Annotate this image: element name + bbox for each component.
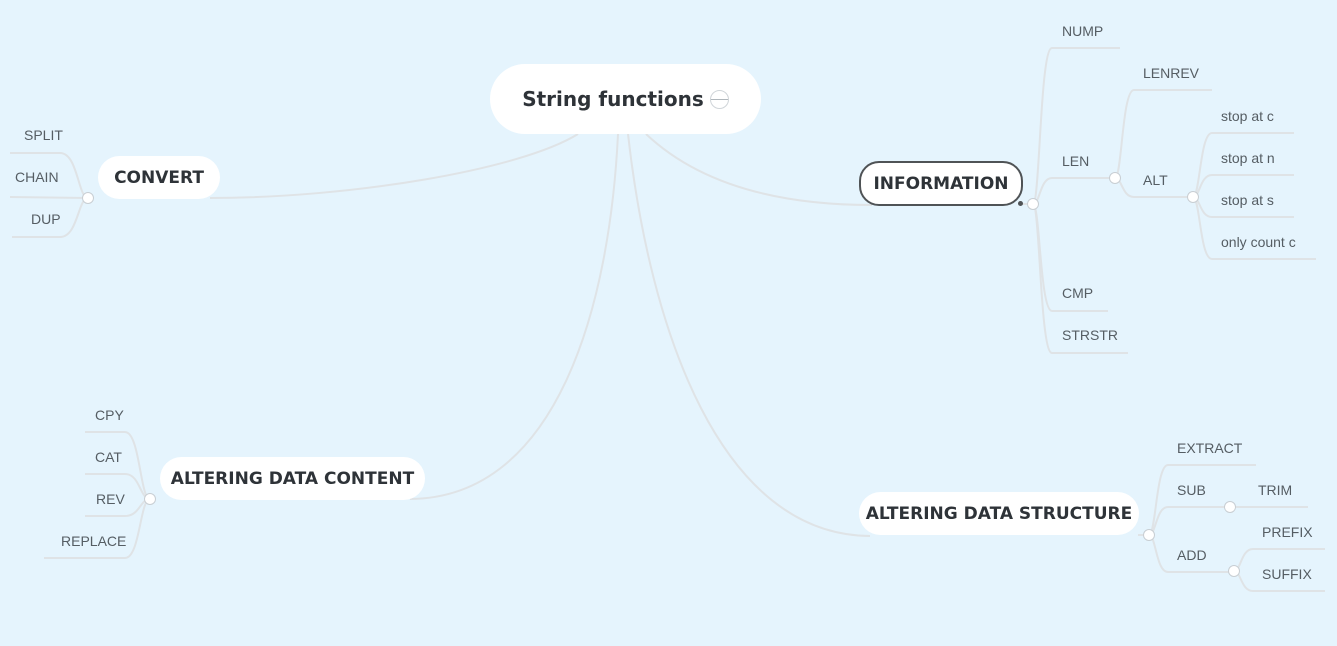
- subtopic-cat[interactable]: CAT: [95, 449, 122, 465]
- collapse-toggle-sub[interactable]: [1224, 501, 1236, 513]
- subtopic-alt[interactable]: ALT: [1143, 172, 1168, 188]
- subtopic-lenrev[interactable]: LENREV: [1143, 65, 1200, 81]
- topic-information[interactable]: INFORMATION: [859, 161, 1023, 206]
- subtopic-rev[interactable]: REV: [96, 491, 125, 507]
- topic-information-label: INFORMATION: [873, 173, 1009, 194]
- subtopic-chain[interactable]: CHAIN: [15, 169, 59, 185]
- subtopic-cmp[interactable]: CMP: [1062, 285, 1094, 301]
- subtopic-stop-at-c[interactable]: stop at c: [1221, 108, 1274, 124]
- topic-altering-data-structure[interactable]: ALTERING DATA STRUCTURE: [859, 492, 1139, 535]
- subtopic-add[interactable]: ADD: [1177, 547, 1207, 563]
- collapse-toggle-alt[interactable]: [1187, 191, 1199, 203]
- root-topic-label: String functions: [522, 87, 704, 111]
- collapse-toggle-information[interactable]: [1027, 198, 1039, 210]
- subtopic-trim[interactable]: TRIM: [1258, 482, 1293, 498]
- subtopic-dup[interactable]: DUP: [31, 211, 61, 227]
- subtopic-strstr[interactable]: STRSTR: [1062, 327, 1118, 343]
- subtopic-extract[interactable]: EXTRACT: [1177, 440, 1243, 456]
- note-icon[interactable]: [709, 89, 729, 109]
- collapse-toggle-altering-data-content[interactable]: [144, 493, 156, 505]
- collapse-toggle-altering-data-structure[interactable]: [1143, 529, 1155, 541]
- selection-handle[interactable]: [1018, 201, 1023, 206]
- subtopic-split[interactable]: SPLIT: [24, 127, 63, 143]
- topic-altering-data-content[interactable]: ALTERING DATA CONTENT: [160, 457, 425, 500]
- subtopic-nump[interactable]: NUMP: [1062, 23, 1104, 39]
- topic-altering-data-structure-label: ALTERING DATA STRUCTURE: [865, 503, 1133, 524]
- subtopic-replace[interactable]: REPLACE: [61, 533, 127, 549]
- topic-convert[interactable]: CONVERT: [98, 156, 220, 199]
- collapse-toggle-len[interactable]: [1109, 172, 1121, 184]
- collapse-toggle-convert[interactable]: [82, 192, 94, 204]
- subtopic-len[interactable]: LEN: [1062, 153, 1090, 169]
- topic-altering-data-content-label: ALTERING DATA CONTENT: [170, 468, 415, 489]
- topic-convert-label: CONVERT: [114, 167, 204, 188]
- collapse-toggle-add[interactable]: [1228, 565, 1240, 577]
- subtopic-stop-at-n[interactable]: stop at n: [1221, 150, 1275, 166]
- subtopic-stop-at-s[interactable]: stop at s: [1221, 192, 1274, 208]
- subtopic-suffix[interactable]: SUFFIX: [1262, 566, 1312, 582]
- subtopic-only-count-c[interactable]: only count c: [1221, 234, 1296, 250]
- subtopic-sub[interactable]: SUB: [1177, 482, 1206, 498]
- subtopic-prefix[interactable]: PREFIX: [1262, 524, 1313, 540]
- root-topic[interactable]: String functions: [490, 64, 761, 134]
- subtopic-cpy[interactable]: CPY: [95, 407, 124, 423]
